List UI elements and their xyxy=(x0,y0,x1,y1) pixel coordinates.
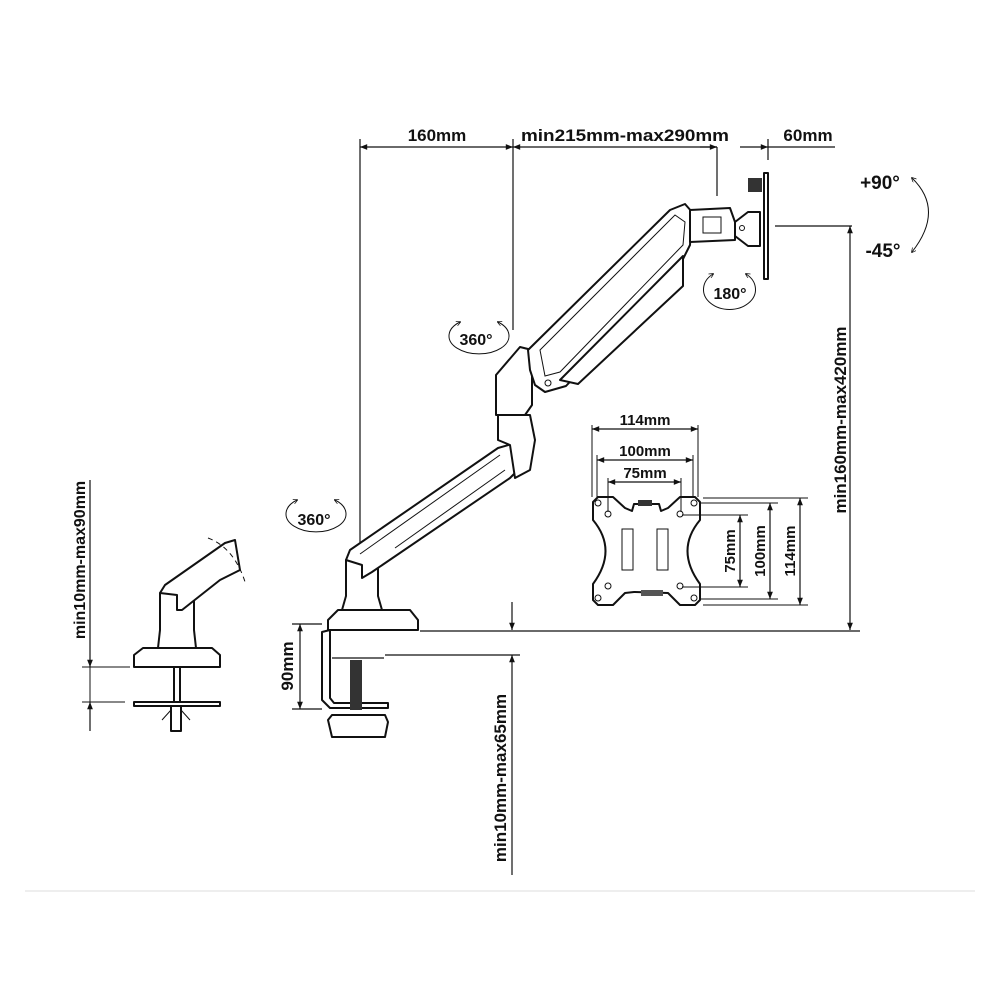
vesa-width-100-label: 100mm xyxy=(619,443,671,460)
upper-joint-rotation-label: 360° xyxy=(459,332,492,349)
tilt-knuckle xyxy=(734,211,761,247)
grommet-base xyxy=(133,647,221,668)
tilt-down-label: -45° xyxy=(865,241,900,262)
rotation-indicator-swivel xyxy=(703,274,756,310)
clamp-depth-dimension xyxy=(292,623,322,710)
rotation-indicator-base xyxy=(285,500,347,533)
vesa-width-114-label: 114mm xyxy=(620,412,671,429)
clamp-depth-label: 90mm xyxy=(278,641,297,690)
elbow-post xyxy=(497,414,536,479)
base-joint-rotation-label: 360° xyxy=(297,512,330,529)
base-offset-label: 160mm xyxy=(408,126,467,145)
clamp-screw xyxy=(350,660,362,710)
height-range-label: min160mm-max420mm xyxy=(831,326,850,513)
clamp-thickness-dimension xyxy=(385,602,520,875)
arm-reach-label: min215mm-max290mm xyxy=(521,126,729,145)
elbow-joint xyxy=(495,346,533,416)
vesa-width-75-label: 75mm xyxy=(623,465,666,482)
grommet-mount-drawing xyxy=(82,480,247,732)
lower-arm xyxy=(345,443,519,579)
quick-release-latch xyxy=(748,178,762,192)
grommet-arm xyxy=(159,539,241,611)
gas-spring-cover xyxy=(559,255,684,385)
grommet-thickness-label: min10mm-max90mm xyxy=(72,481,89,639)
height-dimension-line xyxy=(420,225,860,632)
vesa-height-75-label: 75mm xyxy=(722,529,739,572)
head-swivel-rotation-label: 180° xyxy=(713,286,746,303)
vesa-plate-drawing xyxy=(592,496,701,606)
head-joint xyxy=(689,207,736,243)
vesa-plate-side xyxy=(763,172,769,280)
vesa-height-100-label: 100mm xyxy=(752,525,769,577)
c-clamp xyxy=(321,629,389,709)
clamp-base xyxy=(327,609,419,631)
clamp-knob xyxy=(327,714,389,738)
rotation-indicator-upper xyxy=(448,322,510,355)
head-offset-label: 60mm xyxy=(783,126,832,145)
vesa-height-114-label: 114mm xyxy=(782,526,799,577)
vesa-dimension-lines xyxy=(591,425,808,606)
monitor-arm-drawing xyxy=(321,172,769,738)
tilt-indicator xyxy=(912,178,929,252)
tilt-up-label: +90° xyxy=(860,173,900,194)
pivot-screw xyxy=(544,379,552,387)
top-dimension-line xyxy=(359,139,835,590)
clamp-thickness-label: min10mm-max65mm xyxy=(491,694,510,862)
